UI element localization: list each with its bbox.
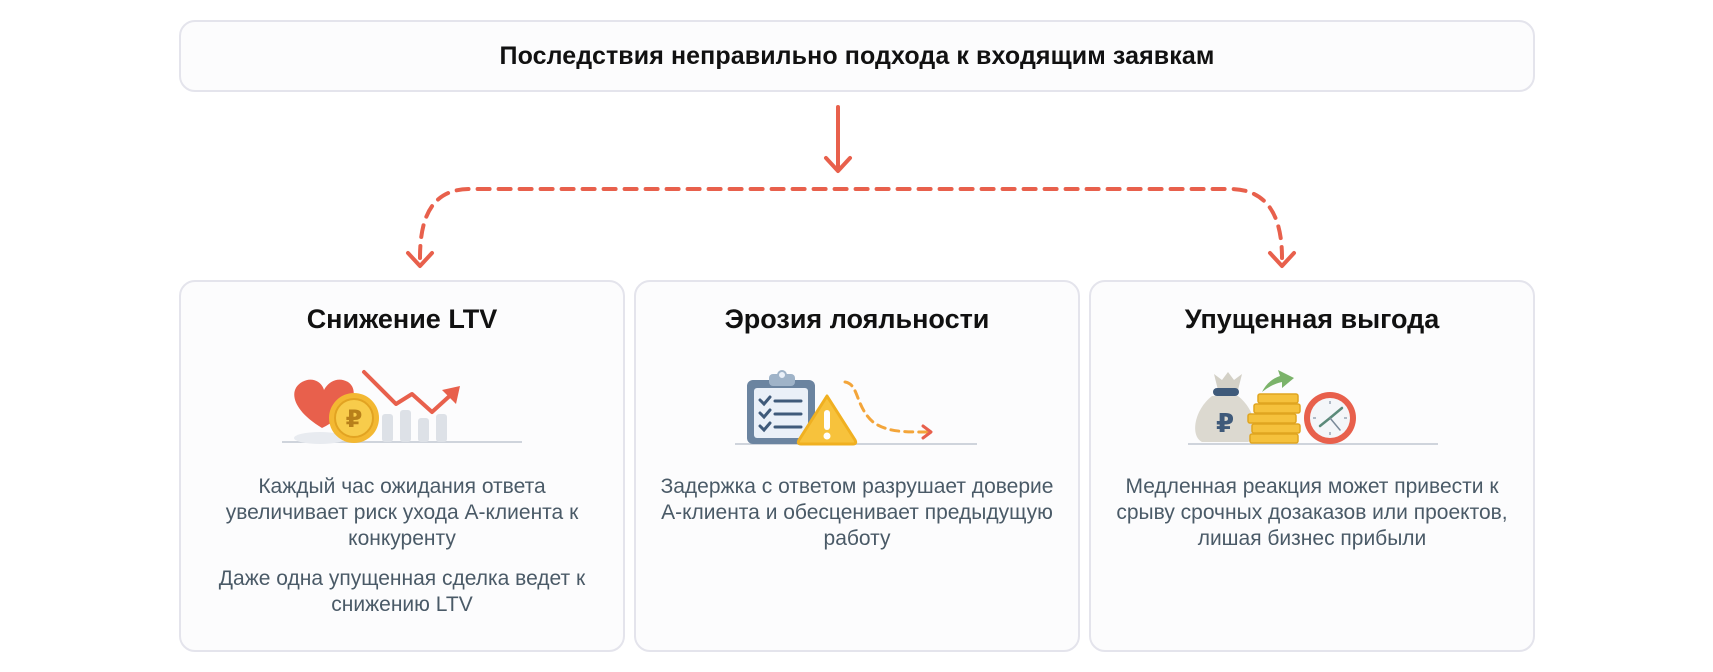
card-paragraph: Каждый час ожидания ответа увеличивает р…	[225, 475, 579, 550]
dashed-split-line	[418, 187, 1284, 260]
card-title: Эрозия лояльности	[724, 304, 990, 334]
heart-ruble-coin-declining-chart-icon: ₽	[272, 366, 532, 452]
clipboard-warning-dashed-arrow-icon	[727, 366, 987, 452]
card-description: Каждый час ожидания ответа увеличивает р…	[205, 474, 599, 632]
page-title: Последствия неправильно подхода к входящ…	[499, 41, 1215, 70]
card-title: Снижение LTV	[306, 304, 498, 334]
svg-text:₽: ₽	[346, 405, 363, 433]
right-arrow-head	[1268, 251, 1296, 268]
card-ltv-decrease: Снижение LTV ₽ Каждый час ожидания ответ…	[179, 280, 625, 652]
card-paragraph: Медленная реакция может привести к срыву…	[1116, 475, 1508, 550]
card-paragraph: Задержка с ответом разрушает доверие А-к…	[660, 475, 1054, 550]
money-bag-coins-clock-icon: ₽	[1182, 366, 1442, 452]
card-description: Медленная реакция может привести к срыву…	[1115, 474, 1509, 566]
header-box: Последствия неправильно подхода к входящ…	[179, 20, 1535, 92]
card-title: Упущенная выгода	[1184, 304, 1440, 334]
card-description: Задержка с ответом разрушает доверие А-к…	[660, 474, 1054, 566]
card-lost-profit: Упущенная выгода ₽ Медленная реакци	[1089, 280, 1535, 652]
left-arrow-head	[406, 251, 434, 268]
card-loyalty-erosion: Эрозия лояльности Задержка с ответом раз…	[634, 280, 1080, 652]
card-paragraph: Даже одна упущенная сделка ведет к сниже…	[218, 567, 586, 616]
svg-text:₽: ₽	[1216, 409, 1234, 439]
down-arrow-head	[824, 156, 852, 173]
